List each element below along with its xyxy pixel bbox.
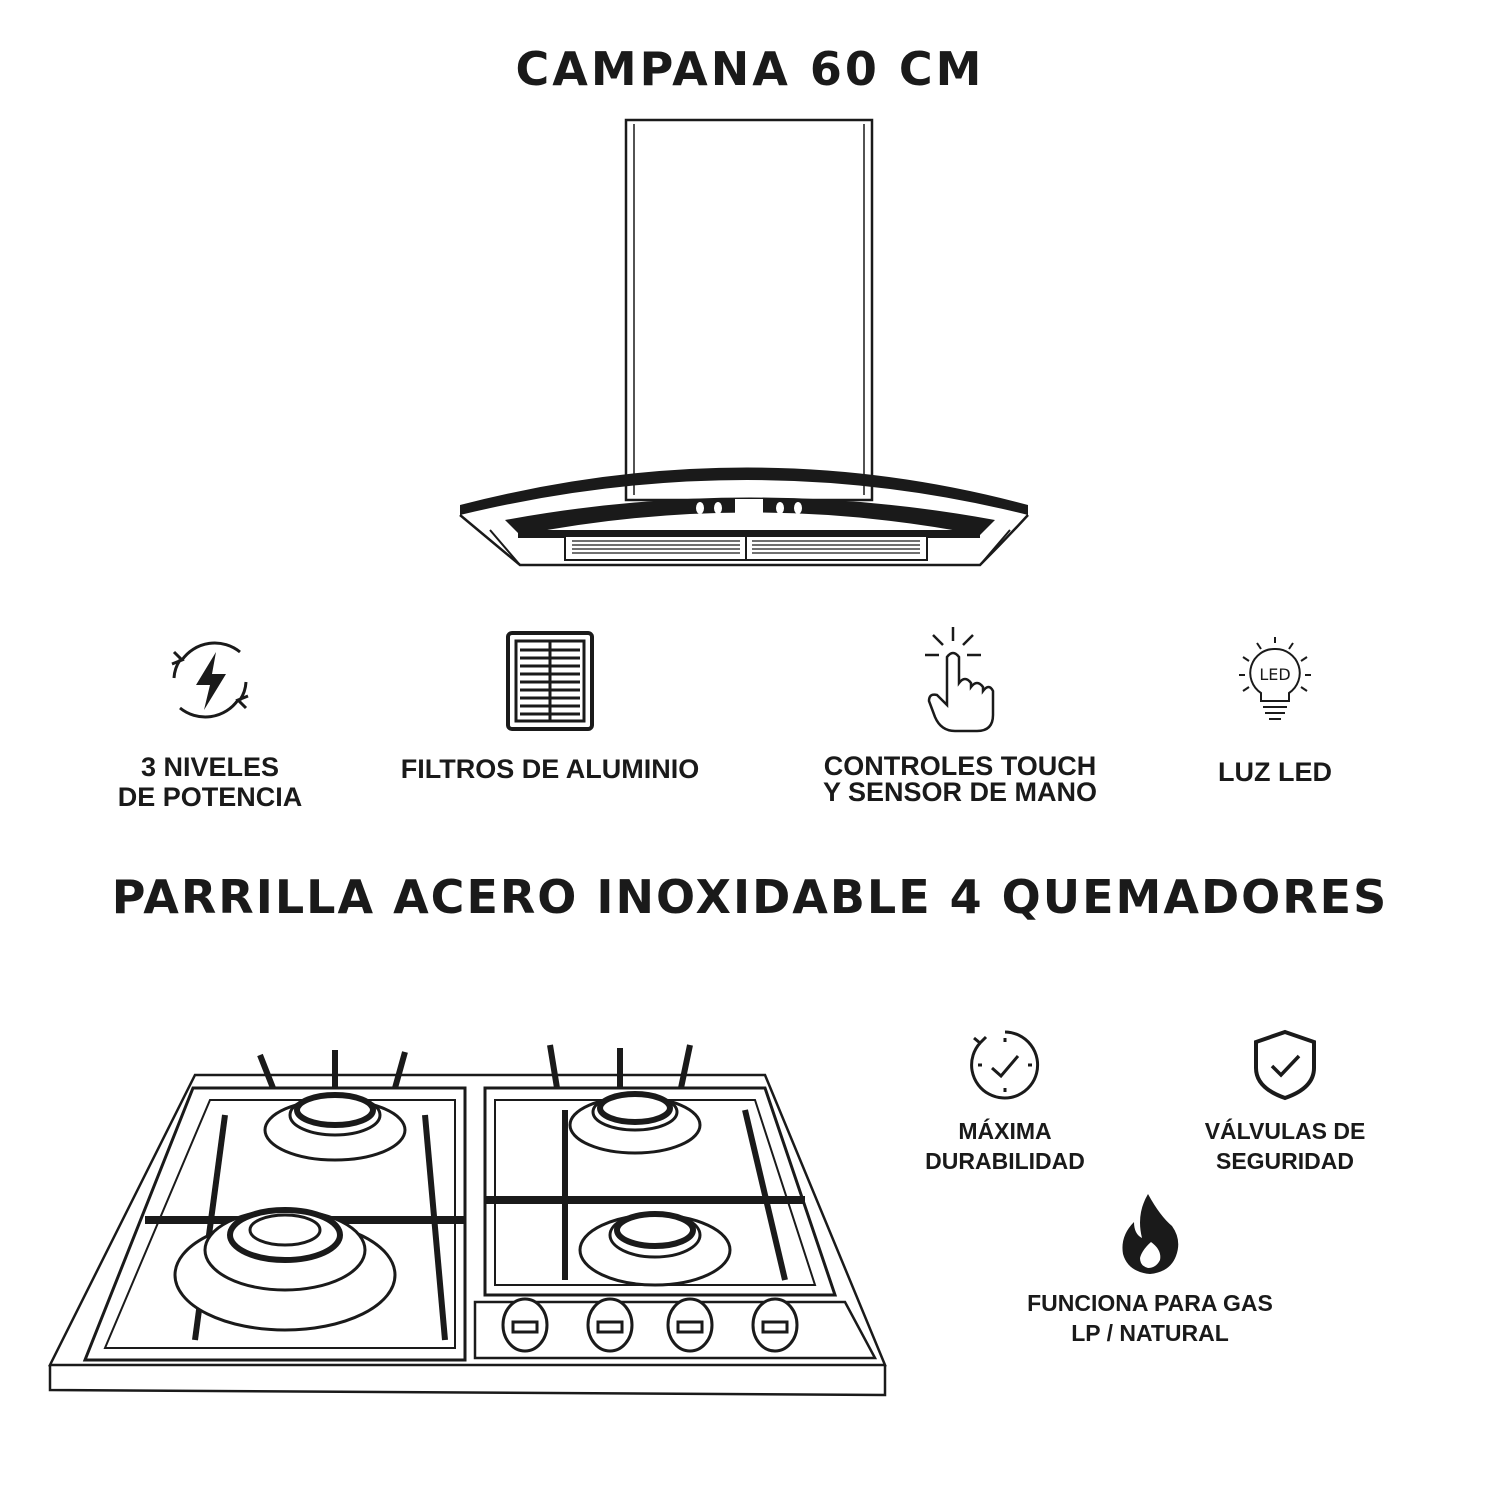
feature-power-levels: 3 NIVELES DE POTENCIA (100, 630, 320, 812)
feature-aluminum-filters: FILTROS DE ALUMINIO (390, 630, 710, 784)
feature-label-line2: DURABILIDAD (925, 1148, 1085, 1174)
feature-label-line1: FILTROS DE ALUMINIO (400, 754, 700, 784)
feature-label-line1: CONTROLES TOUCH (823, 751, 1097, 781)
cooktop-title: PARRILLA ACERO INOXIDABLE 4 QUEMADORES (111, 870, 1389, 924)
feature-label-line1: VÁLVULAS DE (1204, 1118, 1366, 1144)
feature-label-line2: SEGURIDAD (1215, 1148, 1354, 1174)
flame-icon (1122, 1194, 1179, 1274)
durability-clock-icon (970, 1030, 1040, 1100)
hood-title: CAMPANA 60 CM (515, 42, 985, 96)
feature-safety-valves: VÁLVULAS DE SEGURIDAD (1180, 1028, 1390, 1176)
feature-label-line2: DE POTENCIA (117, 782, 303, 812)
range-hood-illustration (459, 118, 1029, 567)
feature-label-line1: MÁXIMA (958, 1118, 1052, 1144)
touch-hand-icon (925, 627, 995, 733)
feature-label-line2: Y SENSOR DE MANO (822, 777, 1098, 807)
led-icon-text: LED (1259, 665, 1290, 684)
feature-led-light: LED LUZ LED (1185, 635, 1365, 787)
feature-durability: MÁXIMA DURABILIDAD (905, 1028, 1105, 1176)
feature-gas-type: FUNCIONA PARA GAS LP / NATURAL (1000, 1192, 1300, 1348)
led-bulb-icon: LED (1239, 637, 1311, 720)
gas-cooktop-illustration (47, 1044, 887, 1397)
aluminum-filter-icon (506, 631, 594, 731)
feature-label-line1: FUNCIONA PARA GAS (1027, 1290, 1273, 1316)
feature-label-line2: LP / NATURAL (1071, 1320, 1229, 1346)
shield-check-icon (1254, 1029, 1316, 1101)
power-levels-icon (171, 641, 249, 719)
feature-label-line1: 3 NIVELES (140, 752, 280, 782)
feature-touch-controls: CONTROLES TOUCH Y SENSOR DE MANO (805, 625, 1115, 807)
feature-label-line1: LUZ LED (1218, 757, 1332, 787)
